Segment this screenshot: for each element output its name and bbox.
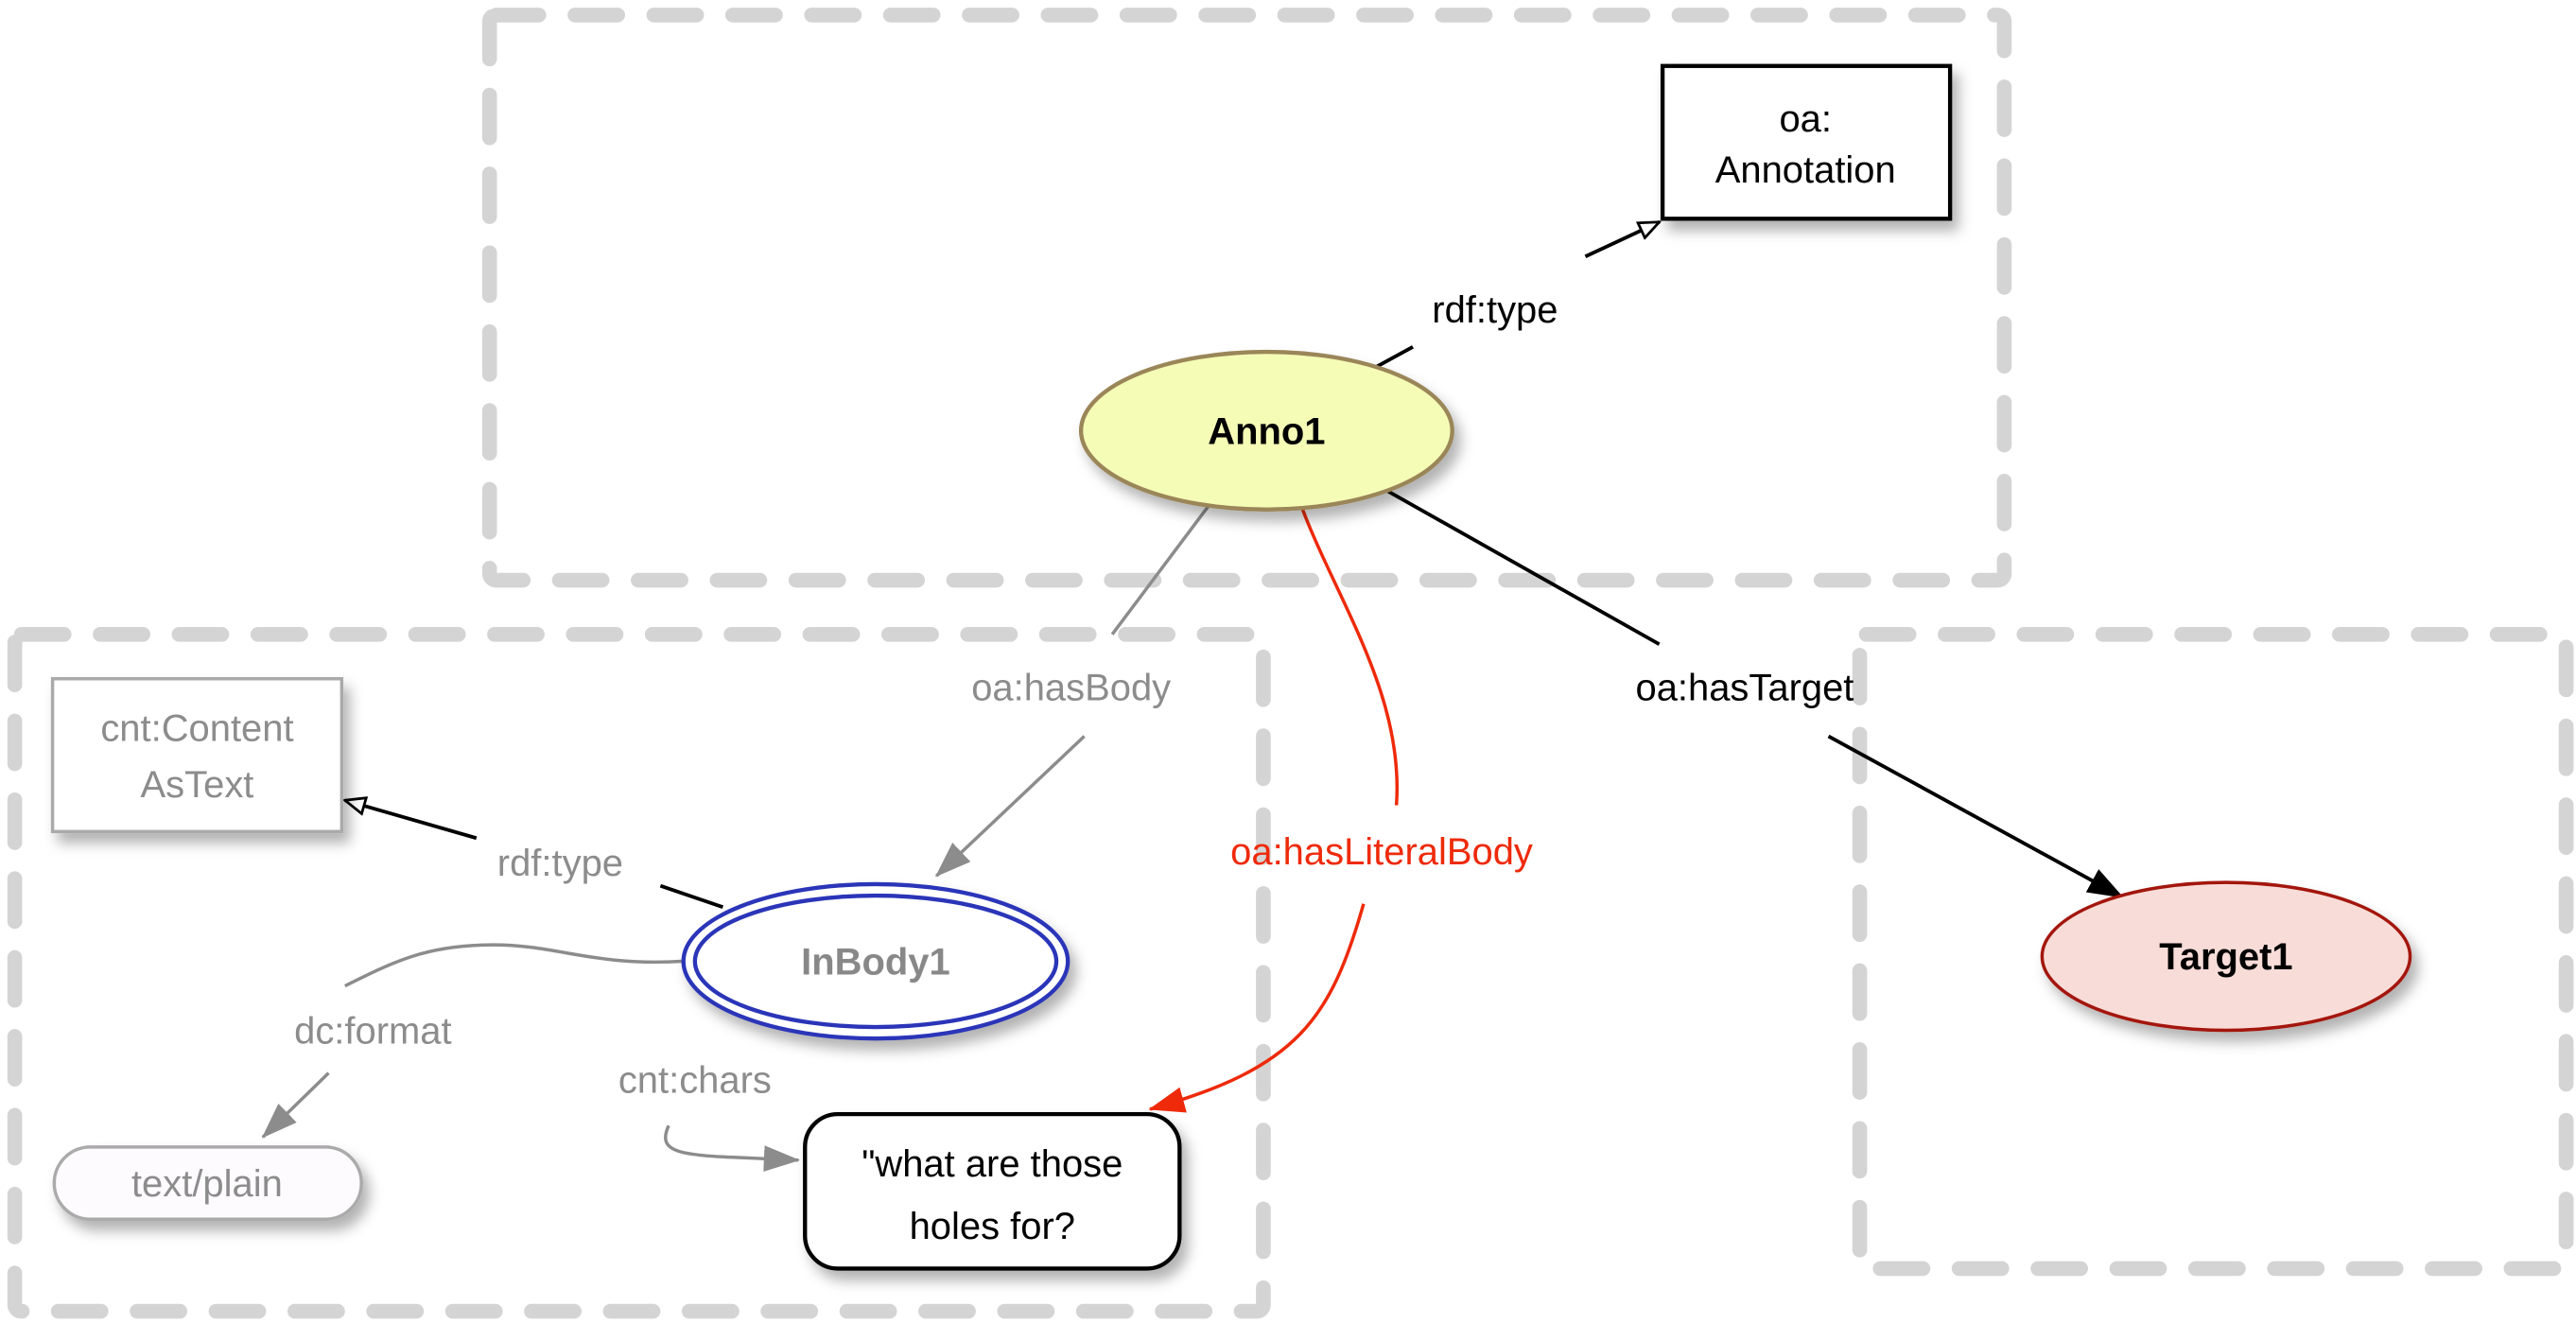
annotation-group-box xyxy=(481,8,2012,588)
format-literal-label: text/plain xyxy=(131,1163,283,1205)
edge-dc-format: dc:format xyxy=(261,943,683,1139)
anno1-label: Anno1 xyxy=(1208,410,1325,452)
edge-label-anno-type: rdf:type xyxy=(1432,289,1558,331)
edge-anno-type: rdf:type xyxy=(1375,220,1660,369)
chars-literal-line1: "what are those xyxy=(862,1143,1123,1185)
target1-label: Target1 xyxy=(2159,936,2292,978)
annotation-class-line1: oa: xyxy=(1779,98,1832,140)
edge-has-target: oa:hasTarget xyxy=(1375,483,2125,899)
edge-has-body: oa:hasBody xyxy=(934,495,1217,878)
chars-literal-line2: holes for? xyxy=(910,1206,1075,1247)
edge-has-literal-body: oa:hasLiteralBody xyxy=(1148,496,1533,1113)
node-content-class[interactable]: cnt:Content AsText xyxy=(50,677,344,834)
node-annotation-class[interactable]: oa: Annotation xyxy=(1660,63,1953,221)
edge-label-has-target: oa:hasTarget xyxy=(1635,667,1854,708)
edge-label-dc-format: dc:format xyxy=(294,1010,451,1052)
edge-label-body-type: rdf:type xyxy=(497,843,623,884)
body-group-box xyxy=(7,627,1271,1319)
node-anno1[interactable]: Anno1 xyxy=(1078,349,1454,512)
content-class-line1: cnt:Content xyxy=(100,708,293,750)
edge-body-type: rdf:type xyxy=(345,800,724,910)
edge-label-has-body: oa:hasBody xyxy=(971,667,1171,708)
node-chars-literal[interactable]: "what are those holes for? xyxy=(803,1111,1182,1271)
content-class-line2: AsText xyxy=(141,764,254,806)
annotation-class-line2: Annotation xyxy=(1715,149,1896,191)
edge-cnt-chars: cnt:chars xyxy=(618,1060,801,1172)
target-group-box xyxy=(1852,627,2574,1277)
edge-label-cnt-chars: cnt:chars xyxy=(618,1060,772,1102)
node-inbody1[interactable]: InBody1 xyxy=(681,881,1070,1041)
inbody1-label: InBody1 xyxy=(801,941,950,983)
node-target1[interactable]: Target1 xyxy=(2040,880,2412,1033)
node-format-literal[interactable]: text/plain xyxy=(52,1145,363,1222)
edge-label-has-literal-body: oa:hasLiteralBody xyxy=(1230,831,1533,873)
